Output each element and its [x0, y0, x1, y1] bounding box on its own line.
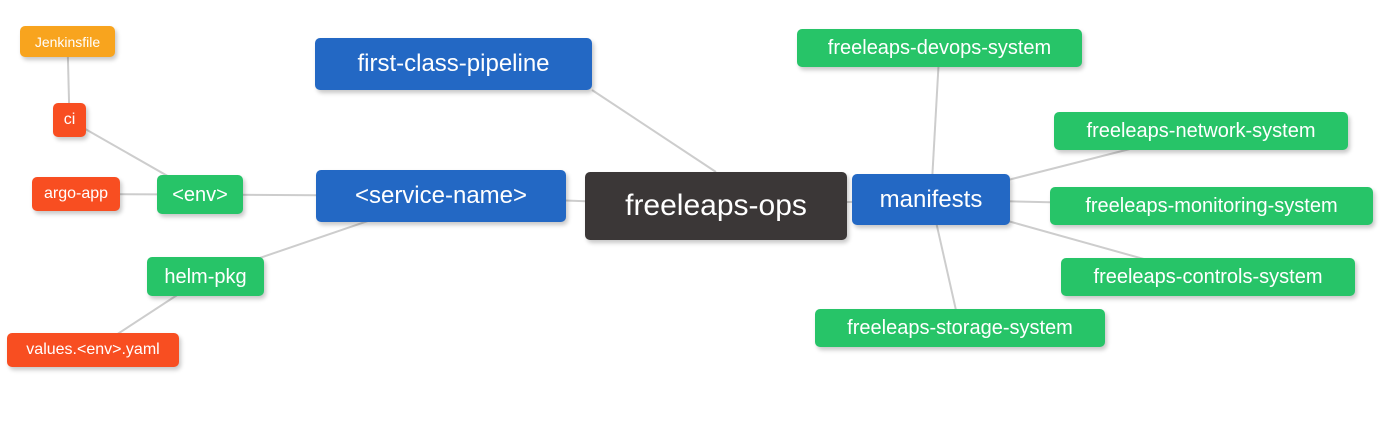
- node-freeleaps-network-system[interactable]: freeleaps-network-system: [1054, 112, 1348, 150]
- node-ci[interactable]: ci: [53, 103, 86, 137]
- node-jenkinsfile[interactable]: Jenkinsfile: [20, 26, 115, 57]
- node-manifests[interactable]: manifests: [852, 174, 1010, 225]
- node-freeleaps-controls-system[interactable]: freeleaps-controls-system: [1061, 258, 1355, 296]
- node-freeleaps-ops[interactable]: freeleaps-ops: [585, 172, 847, 240]
- node-freeleaps-monitoring-system[interactable]: freeleaps-monitoring-system: [1050, 187, 1373, 225]
- node-service-name[interactable]: <service-name>: [316, 170, 566, 222]
- node-env[interactable]: <env>: [157, 175, 243, 214]
- node-freeleaps-storage-system[interactable]: freeleaps-storage-system: [815, 309, 1105, 347]
- node-values-env-yaml[interactable]: values.<env>.yaml: [7, 333, 179, 367]
- node-helm-pkg[interactable]: helm-pkg: [147, 257, 264, 296]
- node-freeleaps-devops-system[interactable]: freeleaps-devops-system: [797, 29, 1082, 67]
- node-argo-app[interactable]: argo-app: [32, 177, 120, 211]
- node-first-class-pipeline[interactable]: first-class-pipeline: [315, 38, 592, 90]
